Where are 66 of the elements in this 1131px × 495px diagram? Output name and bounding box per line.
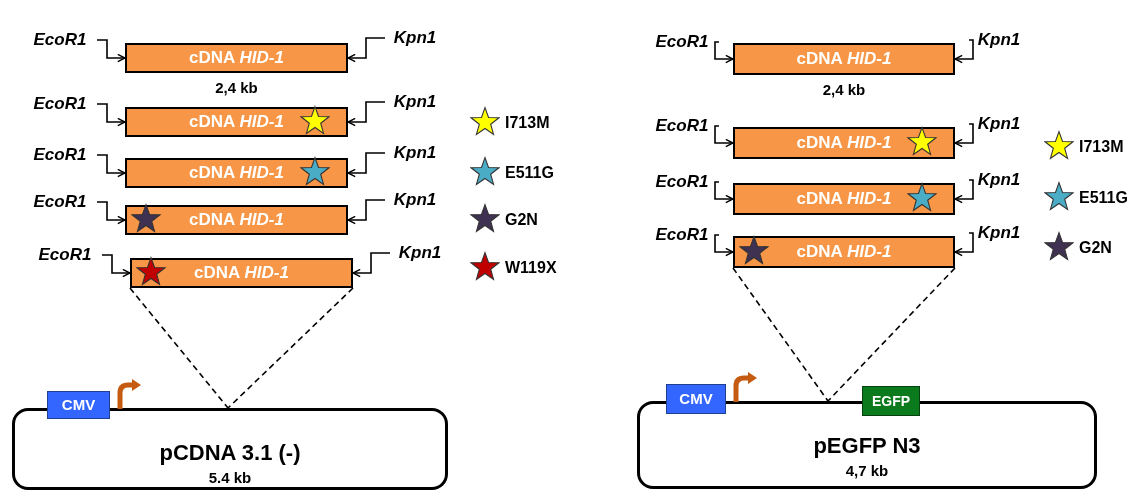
dashed-connector <box>827 267 956 402</box>
dashed-connector <box>129 287 229 409</box>
plasmid-name: pCDNA 3.1 (-) <box>159 439 301 467</box>
restriction-site-label: EcoR1 <box>25 93 95 115</box>
arrow <box>352 252 391 278</box>
restriction-site-label: EcoR1 <box>25 29 95 51</box>
arrow <box>347 152 386 178</box>
arrow <box>714 41 734 64</box>
arrow <box>714 125 734 148</box>
promoter-box: CMV <box>47 391 110 419</box>
legend-label: G2N <box>505 210 538 230</box>
legend-label: I713M <box>505 113 550 133</box>
restriction-site-label: Kpn1 <box>387 91 443 113</box>
arrow <box>347 37 386 63</box>
restriction-site-label: Kpn1 <box>971 169 1027 191</box>
plasmid-vector-box <box>12 408 448 490</box>
restriction-site-label: Kpn1 <box>971 222 1027 244</box>
reporter-box: EGFP <box>862 386 920 416</box>
legend-label: I713M <box>1079 137 1124 157</box>
cdna-insert-box: cDNA HID-1 <box>733 127 955 159</box>
size-label: 2,4 kb <box>214 78 259 98</box>
arrow <box>954 179 974 204</box>
size-label: 2,4 kb <box>821 80 867 100</box>
restriction-site-label: EcoR1 <box>30 244 100 266</box>
plasmid-name: pEGFP N3 <box>813 432 921 460</box>
restriction-site-label: Kpn1 <box>387 27 443 49</box>
arrow <box>714 181 734 204</box>
cdna-insert-box: cDNA HID-1 <box>130 258 353 288</box>
restriction-site-label: Kpn1 <box>387 142 443 164</box>
restriction-site-label: Kpn1 <box>387 189 443 211</box>
cdna-insert-box: cDNA HID-1 <box>733 236 955 268</box>
cdna-insert-box: cDNA HID-1 <box>125 158 348 188</box>
arrow <box>954 232 974 257</box>
dashed-connector <box>732 267 829 402</box>
arrow <box>347 199 386 225</box>
cdna-insert-box: cDNA HID-1 <box>125 107 348 137</box>
legend-label: E511G <box>1079 188 1128 208</box>
arrow <box>954 39 974 64</box>
restriction-site-label: EcoR1 <box>647 171 717 193</box>
promoter-box: CMV <box>666 384 726 414</box>
arrow <box>101 254 131 278</box>
plasmid-size: 4,7 kb <box>845 461 889 481</box>
cdna-insert-box: cDNA HID-1 <box>733 183 955 215</box>
arrow <box>96 39 126 63</box>
plasmid-size: 5.4 kb <box>208 468 252 488</box>
restriction-site-label: EcoR1 <box>647 224 717 246</box>
arrow <box>347 101 386 127</box>
restriction-site-label: EcoR1 <box>25 144 95 166</box>
arrow <box>96 154 126 178</box>
arrow <box>714 234 734 257</box>
dashed-connector <box>227 287 354 409</box>
restriction-site-label: Kpn1 <box>971 29 1027 51</box>
cdna-insert-box: cDNA HID-1 <box>125 205 348 235</box>
restriction-site-label: EcoR1 <box>25 191 95 213</box>
restriction-site-label: Kpn1 <box>392 242 448 264</box>
restriction-site-label: Kpn1 <box>971 113 1027 135</box>
arrow <box>954 123 974 148</box>
restriction-site-label: EcoR1 <box>647 31 717 53</box>
arrow <box>96 103 126 127</box>
arrow <box>96 201 126 225</box>
cdna-insert-box: cDNA HID-1 <box>733 43 955 75</box>
legend-label: E511G <box>505 163 554 183</box>
restriction-site-label: EcoR1 <box>647 115 717 137</box>
cdna-insert-box: cDNA HID-1 <box>125 43 348 73</box>
legend-label: W119X <box>505 258 557 278</box>
legend-label: G2N <box>1079 238 1112 258</box>
